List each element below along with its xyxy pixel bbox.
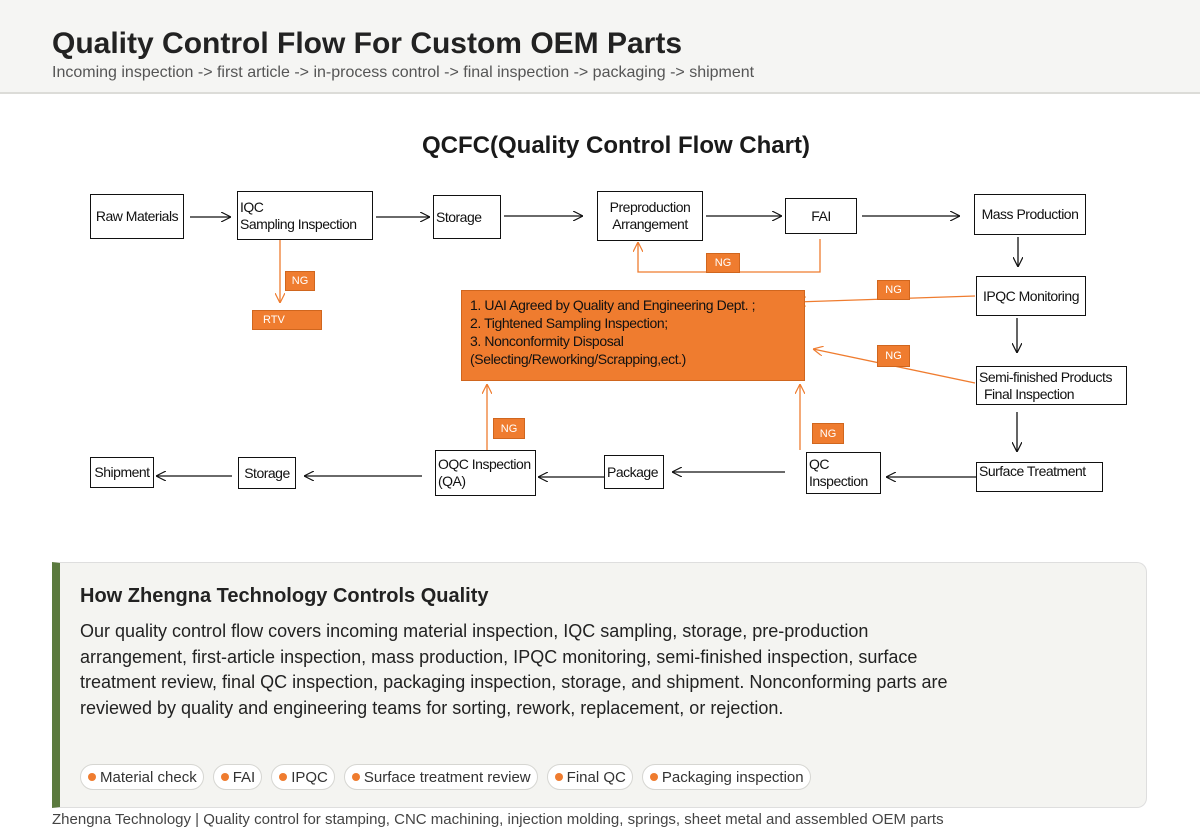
node-preproduction-arrangement: Preproduction Arrangement xyxy=(597,191,703,241)
page-title: Quality Control Flow For Custom OEM Part… xyxy=(52,27,683,60)
node-qc-inspection: QC Inspection xyxy=(806,452,881,494)
orange-dot-icon xyxy=(88,773,96,781)
page-header: Quality Control Flow For Custom OEM Part… xyxy=(0,0,1200,94)
node-semi-finished-inspection: Semi-finished Products Final Inspection xyxy=(976,366,1127,405)
pill-surface-treatment-review: Surface treatment review xyxy=(343,764,538,790)
pill-label: FAI xyxy=(232,768,256,786)
node-storage-incoming: Storage xyxy=(433,195,501,239)
node-surface-treatment: Surface Treatment xyxy=(976,462,1103,492)
quality-info-panel: How Zhengna Technology Controls Quality … xyxy=(52,562,1147,808)
pill-packaging-inspection: Packaging inspection xyxy=(641,764,811,790)
node-label: Shipment xyxy=(94,464,150,480)
node-label-line-1: Semi-finished Products xyxy=(979,368,1112,385)
ng-tag-oqc: NG xyxy=(493,418,525,439)
nonconformity-disposal-box: 1. UAI Agreed by Quality and Engineering… xyxy=(461,290,805,381)
pill-final-qc: Final QC xyxy=(546,764,633,790)
node-label: Storage xyxy=(244,464,290,481)
node-ipqc-monitoring: IPQC Monitoring xyxy=(976,276,1086,316)
flow-chart-title: QCFC(Quality Control Flow Chart) xyxy=(422,132,810,159)
node-mass-production: Mass Production xyxy=(974,194,1086,235)
ng-tag-iqc: NG xyxy=(285,271,315,291)
node-package: Package xyxy=(604,455,664,489)
disposal-line-4: (Selecting/Reworking/Scrapping,ect.) xyxy=(470,351,686,367)
node-label-line-1: IQC xyxy=(240,198,264,215)
ng-tag-fai: NG xyxy=(706,253,740,273)
node-label: Surface Treatment xyxy=(979,463,1086,479)
page-subtitle: Incoming inspection -> first article -> … xyxy=(52,64,755,81)
node-label: Package xyxy=(607,463,658,480)
node-iqc-sampling-inspection: IQC Sampling Inspection xyxy=(237,191,373,240)
disposal-line-3: 3. Nonconformity Disposal xyxy=(470,333,624,349)
node-label: Raw Materials xyxy=(95,208,179,224)
node-label: IPQC Monitoring xyxy=(983,287,1079,304)
node-label-line-2: (QA) xyxy=(438,473,466,489)
node-label-line-2: Final Inspection xyxy=(984,385,1075,402)
pill-label: Final QC xyxy=(566,768,626,786)
pill-label: Material check xyxy=(100,768,197,786)
node-oqc-inspection: OQC Inspection (QA) xyxy=(435,450,536,496)
disposal-line-2: 2. Tightened Sampling Inspection; xyxy=(470,315,668,331)
rtv-tag: RTV xyxy=(252,310,322,330)
disposal-line-1: 1. UAI Agreed by Quality and Engineering… xyxy=(470,297,756,313)
orange-dot-icon xyxy=(554,773,563,781)
orange-dot-icon xyxy=(220,773,229,781)
panel-heading: How Zhengna Technology Controls Quality xyxy=(80,585,489,607)
main-flow-arrows xyxy=(156,216,1018,477)
node-label-line-2: Inspection xyxy=(809,473,868,489)
node-label: Mass Production xyxy=(981,206,1079,222)
pill-label: IPQC xyxy=(291,768,328,786)
pill-fai: FAI xyxy=(212,764,263,790)
pill-ipqc: IPQC xyxy=(271,764,335,790)
page-footer: Zhengna Technology | Quality control for… xyxy=(52,811,944,828)
node-label-line-1: Preproduction xyxy=(609,199,691,215)
node-shipment: Shipment xyxy=(90,457,154,488)
node-label-line-2: Arrangement xyxy=(612,216,688,232)
node-label: FAI xyxy=(811,207,831,224)
node-fai: FAI xyxy=(785,198,857,234)
pill-label: Packaging inspection xyxy=(661,768,804,786)
pill-label: Surface treatment review xyxy=(363,768,531,786)
node-label: Storage xyxy=(436,208,482,225)
panel-body: Our quality control flow covers incoming… xyxy=(80,621,948,718)
ng-tag-ipqc: NG xyxy=(877,280,910,300)
pill-material-check: Material check xyxy=(80,764,204,790)
pill-list: Material check FAI IPQC Surface treatmen… xyxy=(80,764,811,790)
orange-dot-icon xyxy=(649,773,658,781)
node-label-line-1: QC xyxy=(809,456,830,472)
orange-dot-icon xyxy=(351,773,360,781)
node-label-line-1: OQC Inspection xyxy=(438,456,531,472)
flow-connectors xyxy=(156,0,1200,560)
ng-tag-qc: NG xyxy=(812,423,844,444)
node-raw-materials: Raw Materials xyxy=(90,194,184,239)
orange-dot-icon xyxy=(279,773,288,781)
ng-tag-semi-finished: NG xyxy=(877,345,910,367)
node-label-line-2: Sampling Inspection xyxy=(240,215,357,232)
node-storage-outgoing: Storage xyxy=(238,457,296,489)
